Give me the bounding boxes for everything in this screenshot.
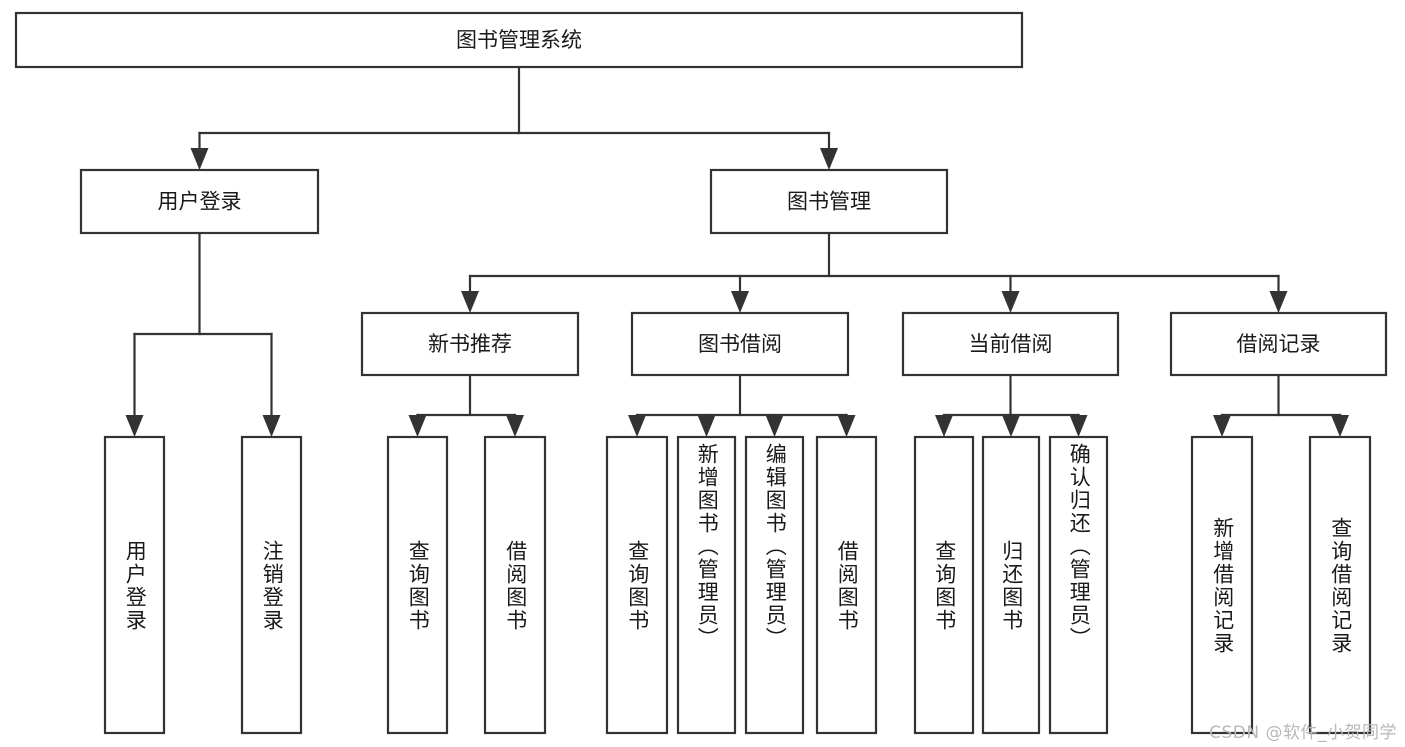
leaf-node-11-rect [1190, 435, 1254, 735]
arrow-down-icon-leaf-0-0 [125, 415, 144, 437]
root-node-book-management-system[interactable]: 图书管理系统 [14, 11, 1024, 69]
arrow-down-icon-leaf-1-1 [506, 415, 524, 437]
level2-node-1-label: 图书管理 [787, 190, 871, 214]
leaf-node-4-rect [605, 435, 669, 735]
arrow-down-icon-leaf-2-1 [697, 415, 716, 437]
level3-node-1[interactable]: 图书借阅 [630, 311, 850, 377]
leaf-node-8[interactable] [913, 435, 975, 735]
level2-node-0-rect [79, 168, 320, 235]
level3-node-2-label: 当前借阅 [969, 332, 1053, 356]
arrow-down-icon-l3-2 [1001, 291, 1020, 313]
level3-node-3-rect [1169, 311, 1388, 377]
leaf-node-1[interactable] [240, 435, 303, 735]
level3-node-1-rect [630, 311, 850, 377]
leaf-node-6-rect [744, 435, 805, 735]
leaf-node-10[interactable] [1048, 435, 1109, 735]
arrow-down-icon-leaf-2-3 [837, 415, 856, 437]
arrow-down-icon-l2-1 [820, 148, 838, 170]
level3-node-0-rect [360, 311, 580, 377]
arrow-down-icon-leaf-4-0 [1213, 415, 1231, 437]
level2-node-0-label: 用户登录 [158, 190, 242, 214]
level2-node-1[interactable]: 图书管理 [709, 168, 949, 235]
leaf-node-9[interactable] [981, 435, 1041, 735]
arrow-down-icon-leaf-3-2 [1069, 415, 1088, 437]
leaf-node-7[interactable] [815, 435, 878, 735]
leaf-node-4[interactable] [605, 435, 669, 735]
level3-node-1-label: 图书借阅 [698, 332, 782, 356]
level2-node-0[interactable]: 用户登录 [79, 168, 320, 235]
arrow-down-icon-leaf-1-0 [408, 415, 427, 437]
leaf-node-5-rect [676, 435, 737, 735]
leaf-node-6[interactable] [744, 435, 805, 735]
leaf-node-2-rect [386, 435, 449, 735]
arrow-down-icon-leaf-4-1 [1331, 415, 1349, 437]
arrow-down-icon-l3-1 [731, 291, 749, 313]
leaf-node-12[interactable] [1308, 435, 1372, 735]
arrow-down-icon-leaf-0-1 [262, 415, 281, 437]
root-node-book-management-system-label: 图书管理系统 [456, 28, 582, 52]
arrow-down-icon-leaf-3-0 [935, 415, 953, 437]
arrow-down-icon-l2-0 [190, 148, 209, 170]
leaf-node-10-rect [1048, 435, 1109, 735]
level3-node-0-label: 新书推荐 [428, 332, 512, 356]
level3-node-2-rect [901, 311, 1120, 377]
leaf-node-5[interactable] [676, 435, 737, 735]
csdn-watermark: CSDN @软件_小贺同学 [1209, 723, 1397, 743]
arrow-down-icon-l3-3 [1269, 291, 1288, 313]
leaf-node-3[interactable] [483, 435, 547, 735]
leaf-node-2[interactable] [386, 435, 449, 735]
root-node-book-management-system-rect [14, 11, 1024, 69]
leaf-node-7-rect [815, 435, 878, 735]
leaf-node-1-rect [240, 435, 303, 735]
level3-node-0[interactable]: 新书推荐 [360, 311, 580, 377]
arrow-down-icon-leaf-2-2 [765, 415, 784, 437]
connector-lines-layer [125, 65, 1349, 437]
level3-node-3[interactable]: 借阅记录 [1169, 311, 1388, 377]
leaf-node-12-rect [1308, 435, 1372, 735]
leaf-node-11[interactable] [1190, 435, 1254, 735]
leaf-node-3-rect [483, 435, 547, 735]
leaf-node-8-rect [913, 435, 975, 735]
leaf-node-0[interactable] [103, 435, 166, 735]
level3-node-2[interactable]: 当前借阅 [901, 311, 1120, 377]
arrow-down-icon-leaf-3-1 [1002, 415, 1020, 437]
arrow-down-icon-leaf-2-0 [628, 415, 646, 437]
level2-node-1-rect [709, 168, 949, 235]
level3-node-3-label: 借阅记录 [1237, 332, 1321, 356]
leaf-node-0-rect [103, 435, 166, 735]
leaf-node-9-rect [981, 435, 1041, 735]
arrow-down-icon-l3-0 [461, 291, 479, 313]
